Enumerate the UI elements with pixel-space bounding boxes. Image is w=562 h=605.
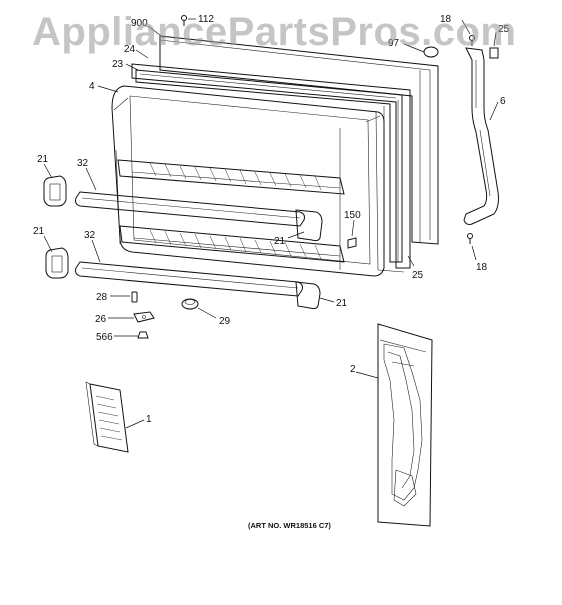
callout-26: 26	[95, 314, 107, 325]
screw-150	[347, 237, 357, 249]
callout-6: 6	[500, 96, 506, 107]
callout-566: 566	[96, 332, 113, 343]
callout-21-upper-left: 21	[37, 154, 49, 165]
art-number: (ART NO. WR18516 C7)	[248, 521, 331, 530]
callout-18-lower: 18	[476, 262, 488, 273]
literature-booklet	[85, 381, 129, 453]
lower-shelf-bar	[75, 261, 321, 310]
upper-shelf-bar	[75, 191, 323, 242]
screw-18-lower	[467, 233, 473, 244]
callout-150: 150	[344, 210, 361, 221]
callout-21-upper-right: 21	[274, 236, 286, 247]
callout-25-top: 25	[498, 24, 510, 35]
callout-32-lower: 32	[84, 230, 96, 241]
pin-28	[131, 291, 138, 303]
callout-24: 24	[124, 44, 136, 55]
callout-25: 25	[412, 270, 424, 281]
door-handle	[463, 35, 499, 225]
callout-23: 23	[112, 59, 124, 70]
door-gasket	[131, 63, 411, 273]
bar-end-cap-upper-left	[43, 175, 67, 207]
callout-4: 4	[89, 81, 95, 92]
callout-18-top: 18	[440, 14, 452, 25]
callout-21-lower-left: 21	[33, 226, 45, 237]
callout-32-upper: 32	[77, 158, 89, 169]
callout-900: 900	[131, 18, 148, 29]
callout-1: 1	[146, 414, 152, 425]
bar-end-cap-lower-left	[45, 247, 69, 279]
callout-2: 2	[350, 364, 356, 375]
door-shelf-assembly-panel	[377, 323, 433, 527]
bushing-29	[181, 298, 199, 310]
callout-97: 97	[388, 38, 400, 49]
callout-21-lower-right: 21	[336, 298, 348, 309]
callout-28: 28	[96, 292, 108, 303]
outer-door-panel	[159, 35, 439, 245]
bracket-26	[133, 311, 155, 323]
leader-lines	[43, 18, 499, 429]
screw-112	[181, 15, 187, 26]
callout-112: 112	[198, 14, 214, 25]
inner-door-liner	[111, 85, 385, 277]
callout-29: 29	[219, 316, 231, 327]
callout-labels: 900 112 18 25 24 97 23 4 6 21 32 150 21 …	[33, 14, 510, 530]
screw-566	[137, 331, 149, 339]
